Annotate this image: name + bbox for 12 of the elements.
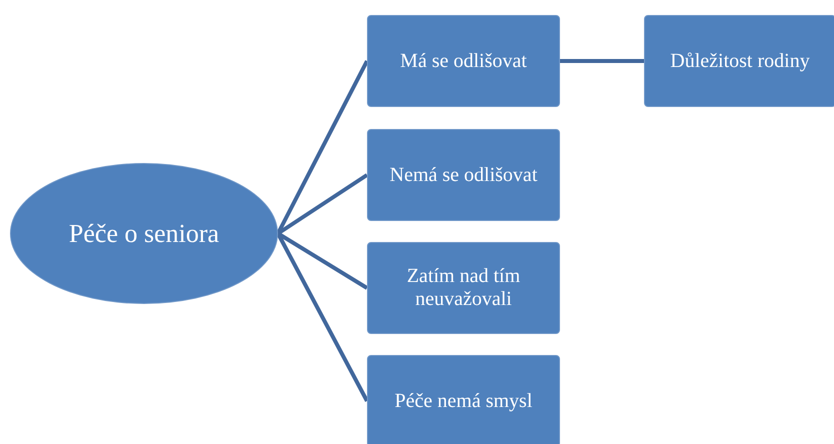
node-text: Nemá se odlišovat <box>390 164 538 186</box>
connector-line <box>560 59 644 63</box>
node-text: Důležitost rodiny <box>670 50 810 72</box>
node-text: Péče o seniora <box>68 218 220 248</box>
topic-box <box>367 242 560 334</box>
topic-box <box>367 129 560 221</box>
topic-box <box>367 355 560 444</box>
node-text: Zatím nad tím neuvažovali <box>406 265 522 311</box>
node-text: Má se odlišovat <box>400 50 527 72</box>
topic-box <box>644 15 834 107</box>
topic-box <box>367 15 560 107</box>
node-text: Péče nemá smysl <box>394 390 532 412</box>
